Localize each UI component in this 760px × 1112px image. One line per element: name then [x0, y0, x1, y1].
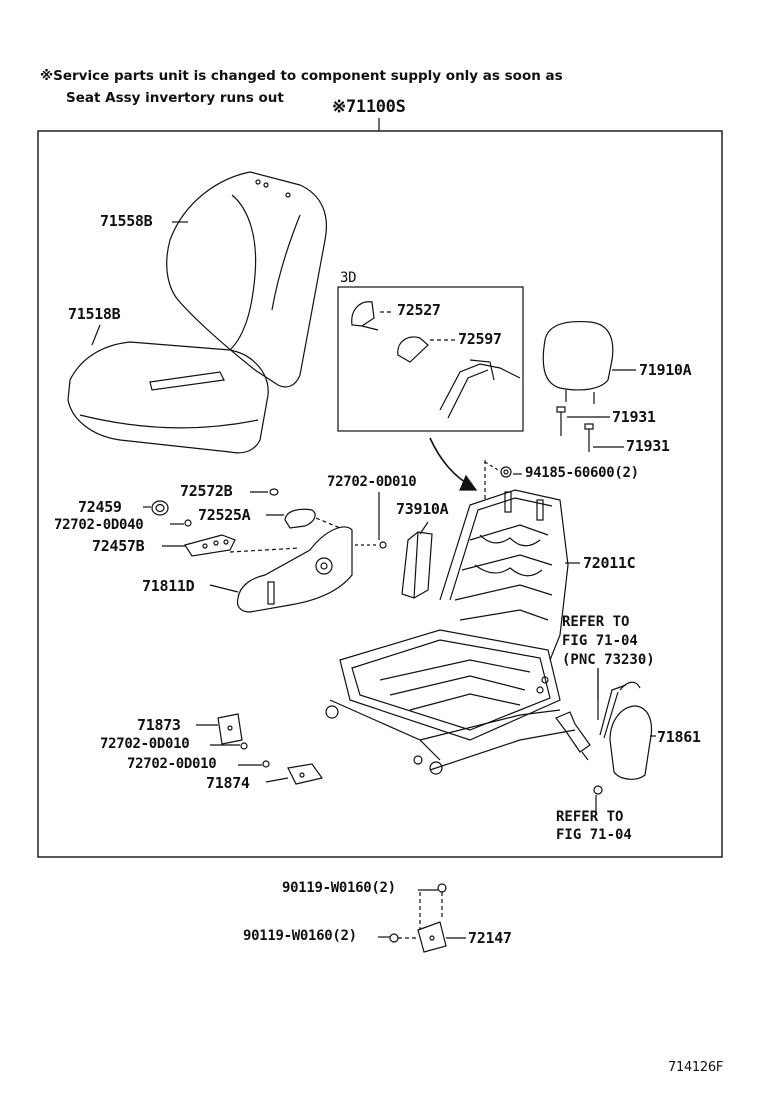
inset-label: 3D — [340, 270, 357, 286]
nut-94185 — [500, 466, 512, 478]
refer2-line1: REFER TO — [556, 809, 624, 825]
screw-72702-top — [379, 541, 387, 549]
label-72457B: 72457B — [92, 537, 145, 555]
bracket-71874 — [287, 763, 324, 785]
leader-71518B — [91, 324, 101, 346]
label-72702-0D040: 72702-0D040 — [54, 517, 144, 533]
label-72147: 72147 — [468, 929, 512, 947]
label-72702-lower-1: 72702-0D010 — [100, 736, 190, 752]
label-72702-lower-2: 72702-0D010 — [127, 756, 217, 772]
label-71873: 71873 — [137, 716, 181, 734]
knob-72527-drawing — [351, 301, 379, 331]
label-71874: 71874 — [206, 774, 250, 792]
grommet-72459 — [151, 500, 169, 516]
service-note-line1: ※Service parts unit is changed to compon… — [40, 68, 563, 84]
label-71558B: 71558B — [100, 212, 153, 230]
lever-72525A — [284, 508, 316, 529]
refer1-line1: REFER TO — [562, 614, 630, 630]
seat-frame-drawing — [325, 629, 576, 775]
label-71931-a: 71931 — [612, 408, 656, 426]
refer2-line2: FIG 71-04 — [556, 827, 632, 843]
inset-box — [337, 286, 524, 432]
bolt-90119-b — [389, 933, 399, 943]
label-73910A: 73910A — [396, 500, 449, 518]
figure-id: 714126F — [668, 1060, 724, 1075]
label-72702-top: 72702-0D010 — [327, 474, 417, 490]
pin-71931-a — [556, 406, 566, 436]
buckle-cover-71861-drawing — [609, 705, 653, 780]
label-72572B: 72572B — [180, 482, 233, 500]
service-note-line2: Seat Assy invertory runs out — [66, 90, 284, 106]
bolt-90119-a — [437, 883, 447, 893]
cover-72597-drawing — [397, 336, 429, 363]
pad-73910A-drawing — [401, 531, 433, 599]
screw-72702-lower-1 — [240, 742, 248, 750]
label-71518B: 71518B — [68, 305, 121, 323]
label-71910A: 71910A — [639, 361, 692, 379]
assembly-label: ※71100S — [332, 97, 406, 117]
label-72011C: 72011C — [583, 554, 636, 572]
refer1-line3: (PNC 73230) — [562, 652, 655, 668]
clip-72572B — [269, 488, 279, 496]
knob-72457B — [184, 534, 236, 557]
label-94185: 94185-60600(2) — [525, 465, 639, 481]
headrest-drawing — [542, 320, 614, 404]
pin-71931-b — [584, 423, 594, 452]
seatback-cover-drawing — [166, 171, 327, 388]
label-90119-b: 90119-W0160(2) — [243, 928, 357, 944]
label-72459: 72459 — [78, 498, 122, 516]
assembly-frame — [37, 130, 723, 858]
recliner-cover-71811D-drawing — [236, 526, 353, 613]
label-71931-b: 71931 — [626, 437, 670, 455]
refer1-line2: FIG 71-04 — [562, 633, 638, 649]
bracket-71873 — [217, 713, 243, 745]
screw-72702-lower-2 — [262, 760, 270, 768]
seatback-frame-drawing — [439, 489, 569, 661]
leader-71811D — [209, 584, 239, 593]
screw-72702-0D040 — [184, 519, 192, 527]
bracket-72147-drawing — [417, 921, 447, 953]
label-72597: 72597 — [458, 330, 502, 348]
inset-frame-detail — [439, 359, 521, 419]
label-71861: 71861 — [657, 728, 701, 746]
label-90119-a: 90119-W0160(2) — [282, 880, 396, 896]
label-72527: 72527 — [397, 301, 441, 319]
label-72525A: 72525A — [198, 506, 251, 524]
label-71811D: 71811D — [142, 577, 195, 595]
cushion-cover-drawing — [67, 341, 269, 454]
